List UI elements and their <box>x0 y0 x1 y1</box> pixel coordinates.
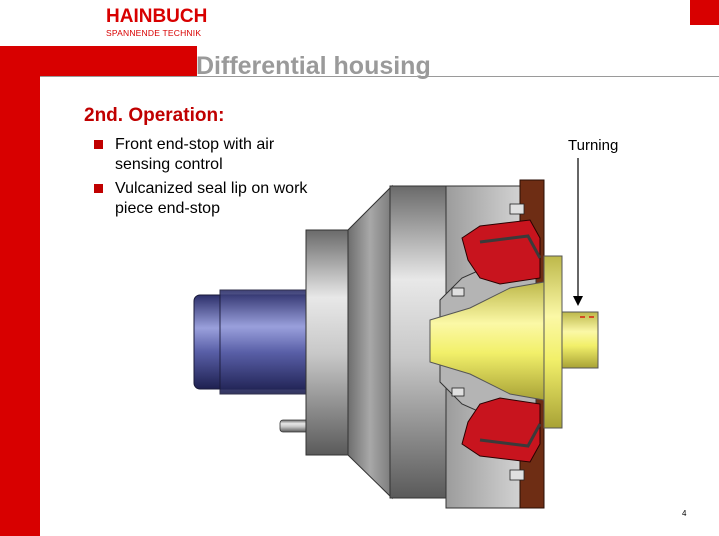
logo-tagline: SPANNENDE TECHNIK <box>106 28 202 38</box>
side-band <box>0 46 40 536</box>
section-heading: 2nd. Operation: <box>84 105 225 126</box>
company-logo: HAINBUCH SPANNENDE TECHNIK <box>106 6 208 46</box>
flange <box>305 229 351 456</box>
arrow-down-icon <box>573 296 583 306</box>
bullet-text: Vulcanized seal lip on work piece end-st… <box>115 180 308 217</box>
screw <box>451 287 465 297</box>
list-item: Vulcanized seal lip on work piece end-st… <box>94 179 324 219</box>
bullet-square-icon <box>94 140 103 149</box>
bullet-square-icon <box>94 184 103 193</box>
bullet-text: Front end-stop with air sensing control <box>115 136 275 173</box>
slide-number: 4 <box>682 509 687 518</box>
corner-accent <box>690 0 719 25</box>
page-title: Differential housing <box>196 52 431 80</box>
chuck-cross-section-drawing <box>193 158 599 509</box>
shaft-collar <box>219 289 321 395</box>
workpiece-spigot <box>561 311 599 369</box>
bullet-list: Front end-stop with air sensing control … <box>94 135 324 223</box>
seal-lip-upper <box>479 234 542 259</box>
screw <box>509 203 525 215</box>
title-rule <box>40 76 719 77</box>
logo-brand: HAINBUCH <box>106 6 208 27</box>
list-item: Front end-stop with air sensing control <box>94 135 324 175</box>
screw <box>451 387 465 397</box>
seal-lip-lower <box>479 423 542 448</box>
workpiece-flange <box>543 255 563 429</box>
cone-body <box>347 184 393 500</box>
turning-label: Turning <box>568 137 619 154</box>
screw <box>509 469 525 481</box>
